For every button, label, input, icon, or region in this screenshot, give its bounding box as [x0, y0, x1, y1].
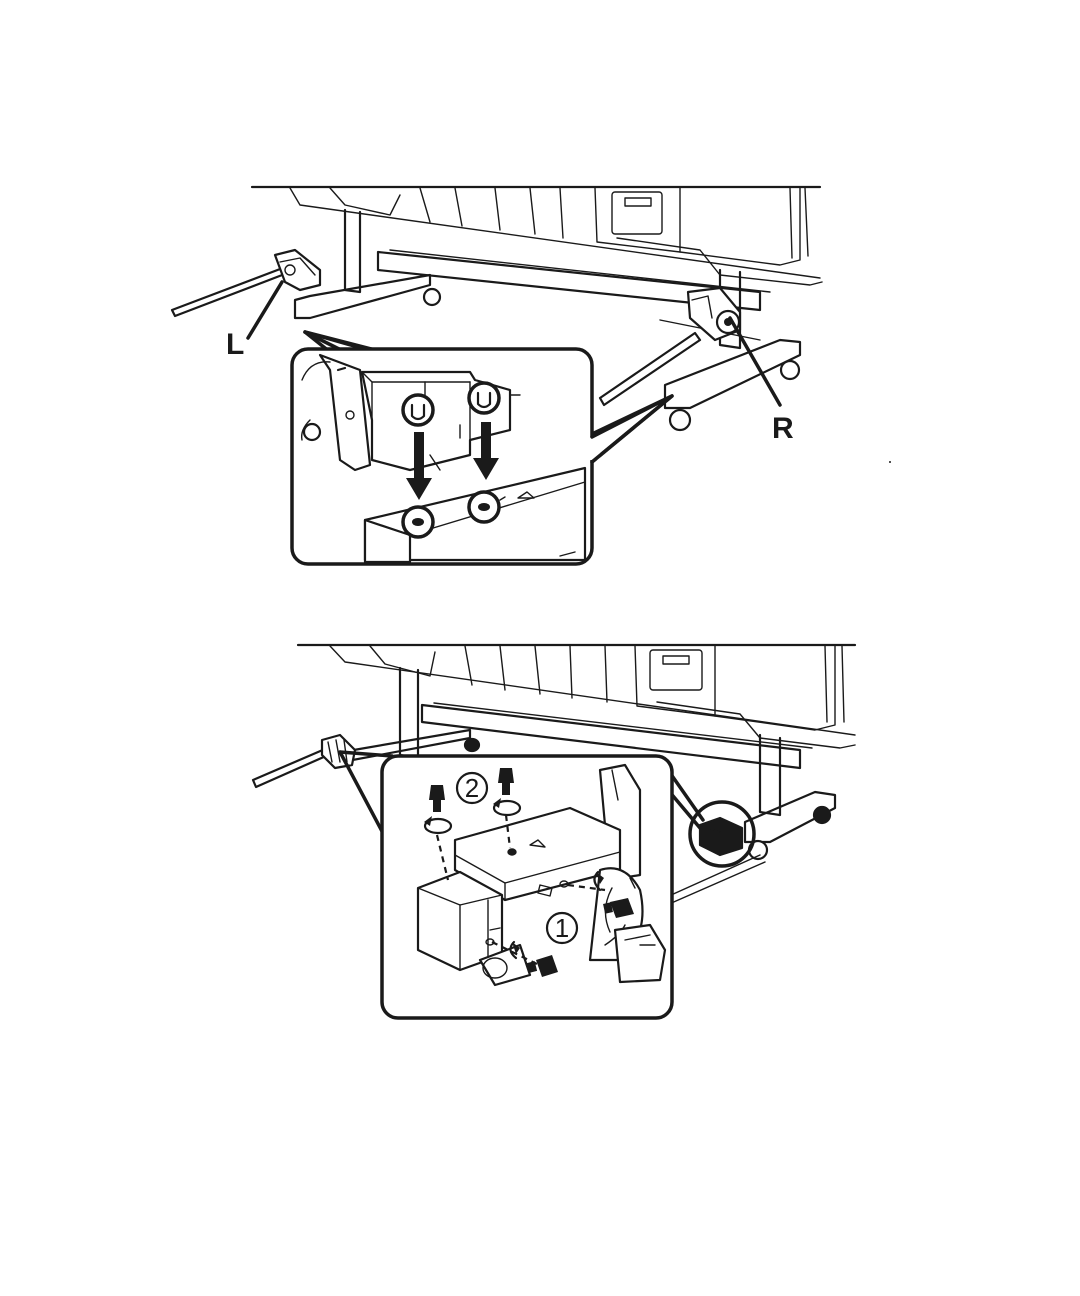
leader-line-right: [730, 318, 780, 405]
printer-body-top: [252, 187, 822, 285]
right-spindle-holder: [600, 288, 740, 405]
pin-circle-right: [469, 383, 499, 413]
leader-line-left: [248, 282, 282, 338]
step-number-1: 1: [555, 913, 569, 943]
step-badge-2: 2: [457, 773, 487, 803]
step-badge-1: 1: [547, 913, 577, 943]
screw-top-left: [429, 785, 445, 800]
printer-body-top-2: [298, 645, 855, 748]
pin-circle-left: [403, 395, 433, 425]
figure-2-screw-fastening: 1 2: [253, 645, 855, 1018]
label-left: L: [226, 328, 244, 361]
label-right: R: [772, 412, 794, 445]
left-spindle-holder: [172, 250, 320, 316]
figure-1-spindle-holder-installation: L R: [172, 187, 891, 564]
step-number-2: 2: [465, 773, 479, 803]
screw-top-right: [498, 768, 514, 783]
left-spindle-holder-2: [253, 735, 355, 787]
